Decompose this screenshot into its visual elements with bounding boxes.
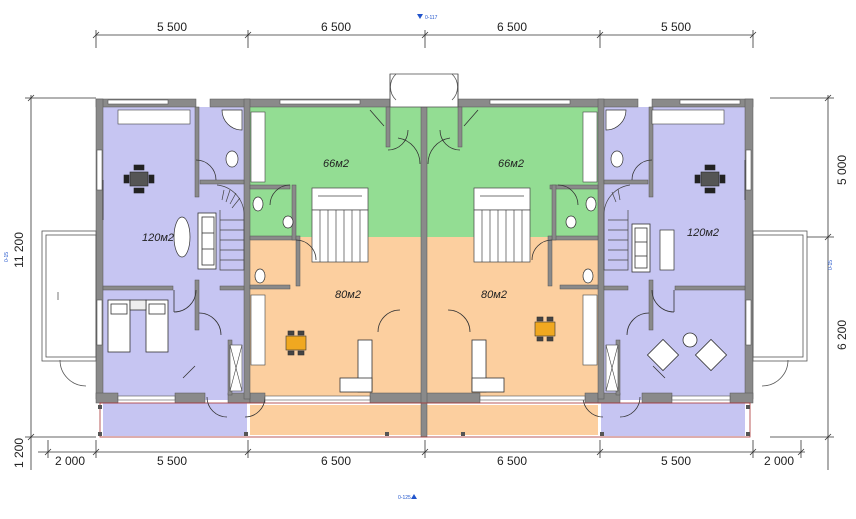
- right-unit-area-label: 120м2: [687, 227, 719, 239]
- toilets: [225, 150, 624, 284]
- bottom-dim-4: 6 500: [497, 454, 527, 468]
- left-porch: [41, 230, 97, 387]
- right-sofa: [631, 223, 651, 273]
- center-kitchen-counters: [117, 109, 725, 366]
- center-left-orange-area-label: 80м2: [335, 289, 361, 301]
- doors: [102, 109, 746, 418]
- left-terrace-floor: [103, 403, 247, 436]
- center-right-stair: [473, 187, 531, 263]
- bottom-terrace-outline: [99, 402, 751, 438]
- shower-cabins: [221, 109, 627, 131]
- center-left-stair: [311, 187, 369, 263]
- left-stair-spiral: [216, 184, 245, 271]
- axis-marker-bottom: 0-125: [398, 494, 417, 501]
- top-dimension-line: [92, 30, 757, 48]
- left-sofa: [197, 212, 217, 270]
- right-terrace-floor: [601, 403, 745, 436]
- right-armchairs: [646, 332, 728, 372]
- center-right-corner-sofa: [471, 339, 505, 393]
- center-right-orange-floor: [425, 237, 600, 400]
- left-unit-floor: [103, 107, 247, 400]
- bottom-dim-1: 2 000: [55, 454, 85, 468]
- svg-text:0-15: 0-15: [4, 252, 10, 262]
- right-porch: [752, 230, 808, 387]
- right-dining-table: [694, 164, 726, 194]
- terrace-posts: [98, 405, 750, 436]
- right-dim-middle: 6 200: [835, 320, 849, 350]
- left-dim-total: 11 200: [12, 232, 26, 268]
- right-cabinet: [659, 229, 675, 271]
- left-dining-table: [123, 164, 155, 194]
- right-dim-top: 5 000: [835, 155, 849, 185]
- center-left-green-area-label: 66м2: [323, 158, 349, 170]
- svg-text:0-117: 0-117: [425, 15, 438, 21]
- entrance-vestibule: [389, 73, 459, 108]
- windows: [96, 99, 752, 401]
- top-dim-1: 5 500: [157, 20, 187, 34]
- top-dim-2: 6 500: [321, 20, 351, 34]
- axis-marker-left: 0-15: [4, 252, 10, 262]
- bottom-dim-2: 5 500: [157, 454, 187, 468]
- left-dimension-line: [25, 94, 96, 470]
- top-dim-3: 6 500: [497, 20, 527, 34]
- axis-marker-top: 0-117: [417, 14, 438, 21]
- left-beds: [107, 299, 169, 353]
- wardrobes: [229, 344, 619, 392]
- center-right-table: [534, 316, 556, 342]
- center-right-terrace-floor: [426, 405, 598, 435]
- center-left-orange-floor: [248, 237, 423, 400]
- left-dim-bottom: 1 200: [12, 438, 26, 468]
- center-left-corner-sofa: [339, 339, 373, 393]
- center-left-terrace-floor: [250, 405, 422, 435]
- center-right-orange-area-label: 80м2: [481, 289, 507, 301]
- center-left-table: [285, 330, 307, 356]
- svg-text:0-125: 0-125: [398, 495, 411, 501]
- bottom-dim-5: 5 500: [661, 454, 691, 468]
- bottom-dim-3: 6 500: [321, 454, 351, 468]
- axis-marker-right: 0-15: [828, 260, 834, 270]
- center-right-green-area-label: 66м2: [498, 158, 524, 170]
- right-stair-spiral: [603, 184, 631, 271]
- bottom-dim-6: 2 000: [764, 454, 794, 468]
- left-bathtub: [173, 216, 191, 258]
- bottom-dimension-line: [38, 440, 805, 458]
- svg-text:0-15: 0-15: [828, 260, 834, 270]
- left-unit-area-label: 120м2: [142, 232, 174, 244]
- top-dim-4: 5 500: [661, 20, 691, 34]
